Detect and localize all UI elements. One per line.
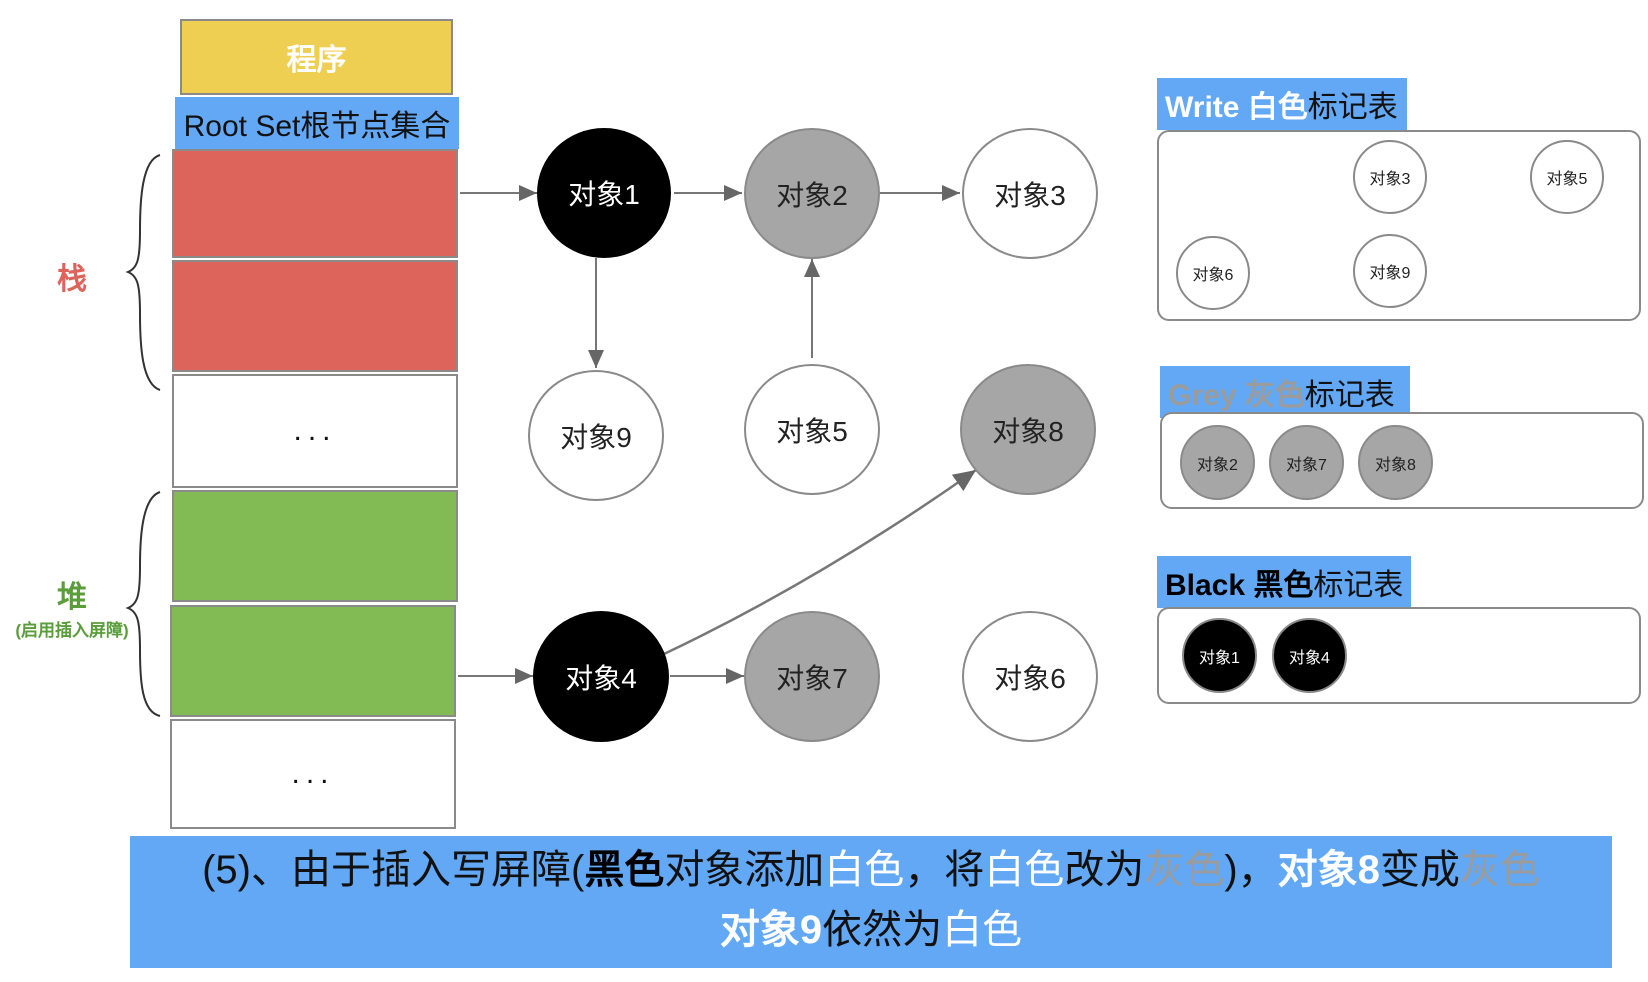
- rootset-label: Root Set根节点集合: [175, 97, 459, 149]
- node-obj4: 对象4: [533, 611, 669, 742]
- grey-item-obj2: 对象2: [1180, 425, 1255, 500]
- heap-slot-2: [170, 605, 456, 717]
- stack-slot-2: [172, 260, 458, 372]
- grey-item-obj8: 对象8: [1358, 425, 1433, 500]
- node-obj5: 对象5: [744, 364, 880, 495]
- node-obj8: 对象8: [960, 364, 1096, 495]
- stack-slot-empty: ...: [172, 374, 458, 488]
- stack-label: 栈: [57, 263, 87, 296]
- node-obj2: 对象2: [744, 128, 880, 259]
- stack-brace: [125, 154, 161, 391]
- white-item-obj6: 对象6: [1176, 236, 1250, 310]
- black-table-title: Black 黑色标记表: [1157, 556, 1411, 608]
- white-item-obj9: 对象9: [1353, 234, 1427, 308]
- edge-obj4-to-obj8: [663, 468, 977, 656]
- white-item-obj5: 对象5: [1530, 140, 1604, 214]
- node-obj7: 对象7: [744, 611, 880, 742]
- heap-slot-1: [172, 490, 458, 602]
- node-obj1: 对象1: [537, 128, 671, 258]
- white-item-obj3: 对象3: [1353, 140, 1427, 214]
- caption-line-2: 对象9依然为白色: [719, 908, 1023, 952]
- white-table-title: Write 白色标记表: [1157, 78, 1407, 130]
- node-obj3: 对象3: [962, 128, 1098, 259]
- heap-slot-empty: ...: [170, 719, 456, 829]
- heap-label: 堆: [57, 581, 87, 614]
- grey-item-obj7: 对象7: [1269, 425, 1344, 500]
- grey-table-title: Grey 灰色标记表: [1160, 366, 1410, 418]
- heap-sub-label: (启用插入屏障): [15, 621, 129, 640]
- caption-line-1: (5)、由于插入写屏障(黑色对象添加白色，将白色改为灰色)，对象8变成灰色: [202, 848, 1540, 892]
- node-obj9: 对象9: [528, 370, 664, 501]
- node-obj6: 对象6: [962, 611, 1098, 742]
- heap-brace: [125, 491, 161, 717]
- black-item-obj4: 对象4: [1272, 618, 1347, 693]
- stack-slot-1: [172, 149, 458, 258]
- caption-banner: (5)、由于插入写屏障(黑色对象添加白色，将白色改为灰色)，对象8变成灰色 对象…: [130, 836, 1612, 968]
- black-item-obj1: 对象1: [1182, 618, 1257, 693]
- program-box: 程序: [180, 19, 453, 95]
